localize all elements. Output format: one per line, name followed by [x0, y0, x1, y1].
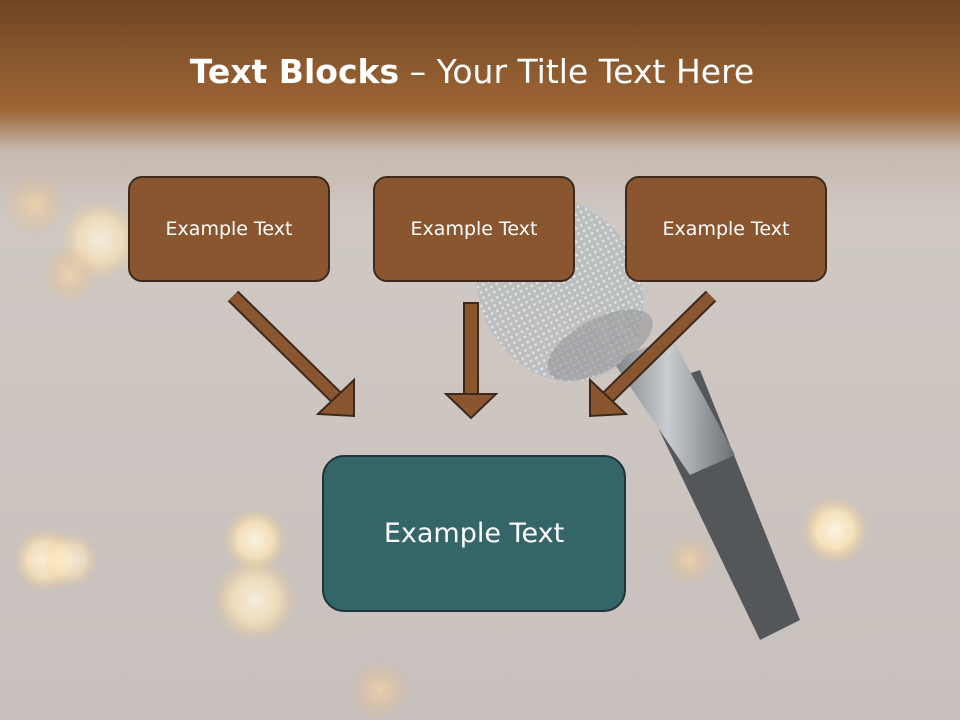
- arrow-down-left-icon: [589, 290, 717, 418]
- text-block-middle-label: Example Text: [410, 218, 538, 240]
- text-block-left-label: Example Text: [165, 218, 293, 240]
- title-dash: –: [399, 52, 437, 91]
- text-block-center: Example Text: [322, 455, 626, 612]
- text-block-middle: Example Text: [373, 176, 575, 282]
- title-bold: Text Blocks: [189, 52, 400, 91]
- arrow-down-right-icon: [227, 290, 355, 418]
- header-band: [0, 0, 960, 150]
- title-rest: Your Title Text Here: [436, 52, 755, 91]
- text-block-right-label: Example Text: [662, 218, 790, 240]
- text-block-center-label: Example Text: [383, 518, 565, 549]
- text-block-left: Example Text: [128, 176, 330, 282]
- page-title: Text Blocks – Your Title Text Here: [0, 52, 944, 91]
- arrow-down-icon: [443, 302, 499, 420]
- text-block-right: Example Text: [625, 176, 827, 282]
